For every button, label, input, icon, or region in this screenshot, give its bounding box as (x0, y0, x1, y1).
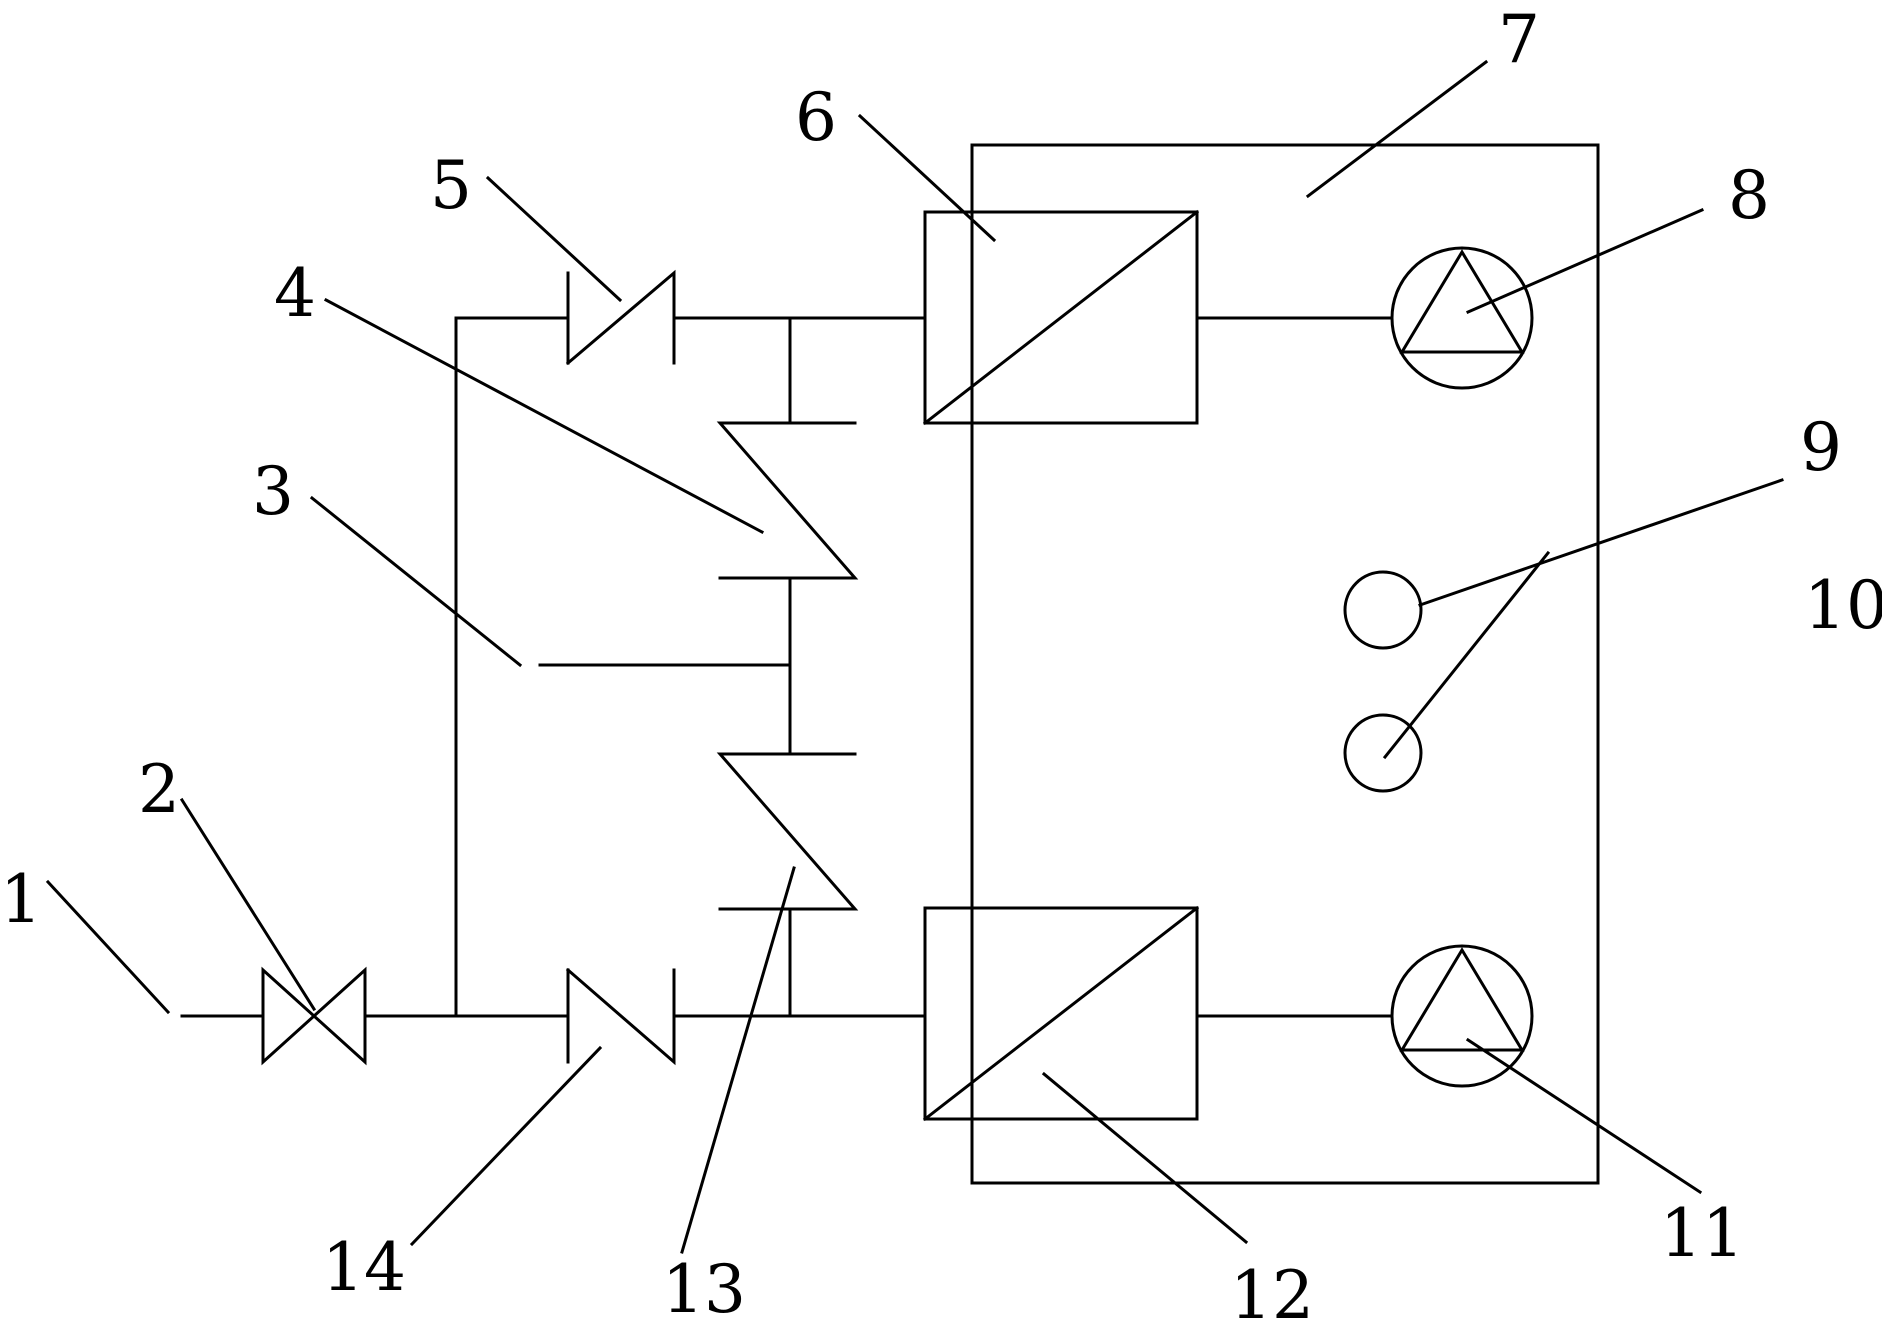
lower-check-valve-icon (565, 967, 676, 1066)
label-6: 6 (795, 79, 837, 156)
label-2: 2 (138, 751, 180, 828)
label-8: 8 (1728, 157, 1770, 234)
label-10: 10 (1804, 567, 1882, 644)
label-3: 3 (252, 453, 294, 530)
upper-coil-icon (716, 421, 859, 580)
label-13: 13 (662, 1251, 746, 1326)
upper-exchanger (922, 209, 1200, 426)
label-14: 14 (322, 1229, 406, 1306)
label-9: 9 (1800, 409, 1842, 486)
gate-valve-icon (261, 966, 367, 1066)
upper-check-valve-icon (565, 269, 676, 366)
label-7: 7 (1498, 1, 1540, 78)
lower-pump-icon (1390, 944, 1534, 1088)
enclosure-box (970, 143, 1600, 1185)
sensor-lower (1343, 713, 1423, 793)
lower-coil-icon (716, 752, 859, 911)
sensor-upper (1343, 570, 1423, 650)
label-11: 11 (1660, 1195, 1744, 1272)
label-4: 4 (274, 255, 316, 332)
label-12: 12 (1230, 1257, 1314, 1326)
lower-exchanger (922, 905, 1200, 1122)
upper-pump-icon (1390, 246, 1534, 390)
label-1: 1 (0, 861, 42, 938)
label-5: 5 (430, 147, 472, 224)
leader-lines (45, 59, 1784, 1254)
